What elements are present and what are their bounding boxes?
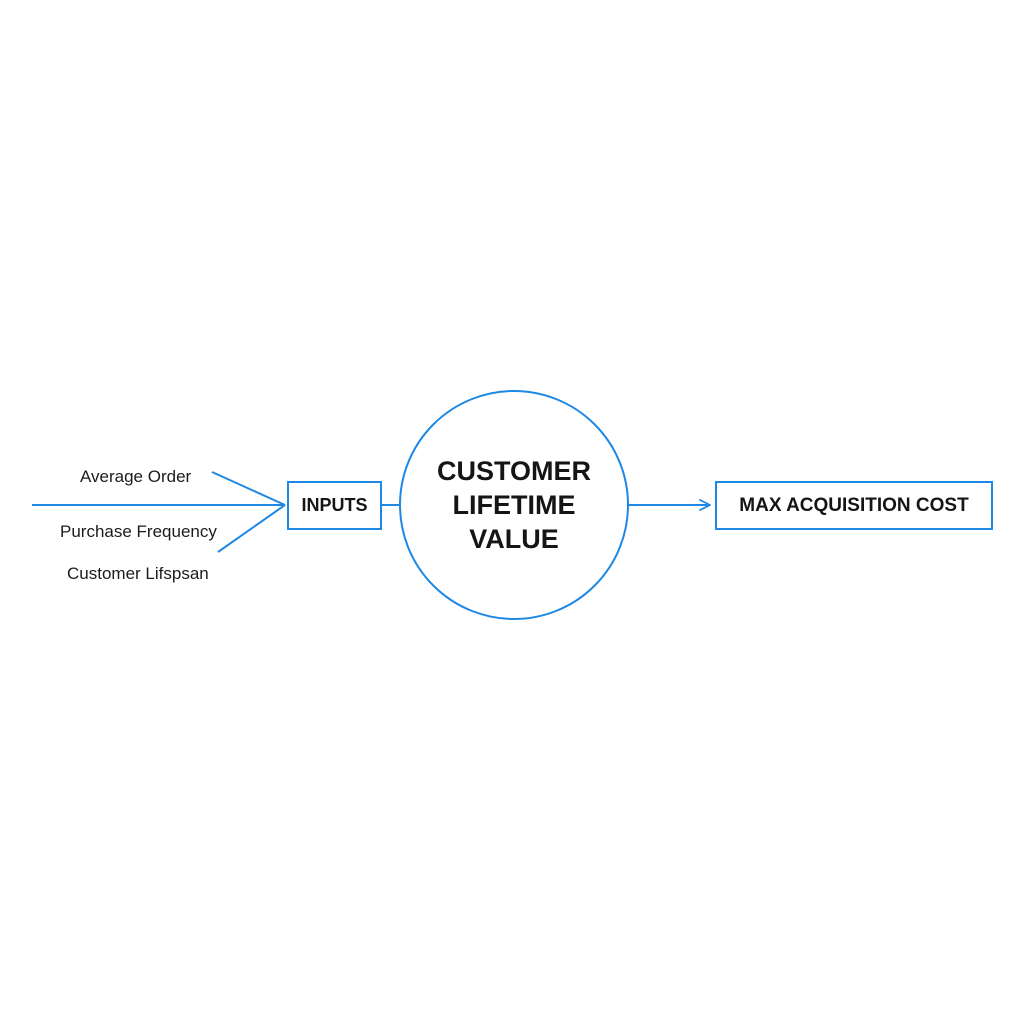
input-line-purchase-frequency xyxy=(217,504,286,553)
clv-label-line-2: LIFETIME xyxy=(452,490,576,520)
clv-label-line-3: VALUE xyxy=(469,524,559,554)
input-line-average-order xyxy=(211,471,286,506)
inputs-box-label: INPUTS xyxy=(301,495,368,515)
input-label-average-order: Average Order xyxy=(80,467,192,486)
clv-label-line-1: CUSTOMER xyxy=(436,456,591,486)
max-acquisition-cost-label: MAX ACQUISITION COST xyxy=(739,494,969,516)
input-label-purchase-frequency: Purchase Frequency xyxy=(60,522,217,541)
clv-circle: CUSTOMER LIFETIME VALUE xyxy=(399,390,629,620)
max-acquisition-cost-box: MAX ACQUISITION COST xyxy=(715,481,993,530)
inputs-box: INPUTS xyxy=(287,481,382,530)
input-label-customer-lifespan: Customer Lifspsan xyxy=(67,564,209,583)
